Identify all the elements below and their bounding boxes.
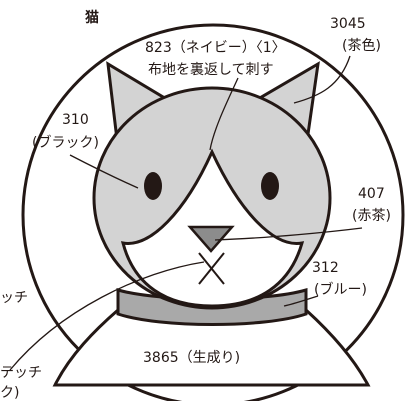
leader-line-nose xyxy=(214,227,363,241)
left-eye xyxy=(144,172,162,200)
leader-line-collar xyxy=(283,295,319,307)
nose-code-label: 407 xyxy=(358,186,385,202)
left-mid-fragment-label: ッチ xyxy=(0,290,28,306)
leader-line-mouth xyxy=(9,261,205,371)
collar-name-label: (ブルー) xyxy=(314,281,367,298)
left-face-code-label: 310 xyxy=(62,112,89,128)
right-ear-name-label: (茶色) xyxy=(342,37,381,54)
top-line2-label: 布地を裏返して刺す xyxy=(148,61,274,78)
title-label: 猫 xyxy=(85,9,99,26)
left-bottom-fragment1-label: テッチ xyxy=(0,365,42,381)
left-bottom-fragment2-label: ク) xyxy=(0,385,19,401)
cat-body xyxy=(52,308,371,387)
cat-nose xyxy=(187,225,235,253)
leader-line-ear xyxy=(293,55,351,104)
top-line1-label: 823（ネイビー）〈1〉 xyxy=(145,40,286,56)
left-face-name-label: (ブラック) xyxy=(32,134,99,151)
mouth-line-b xyxy=(198,252,225,285)
right-eye xyxy=(261,172,279,200)
leader-line-top xyxy=(209,77,239,151)
right-ear-code-label: 3045 xyxy=(330,16,366,32)
leader-line-eye xyxy=(69,154,139,189)
nose-name-label: (赤茶) xyxy=(352,208,391,224)
body-label: 3865（生成り) xyxy=(143,350,240,366)
collar-code-label: 312 xyxy=(312,260,339,276)
